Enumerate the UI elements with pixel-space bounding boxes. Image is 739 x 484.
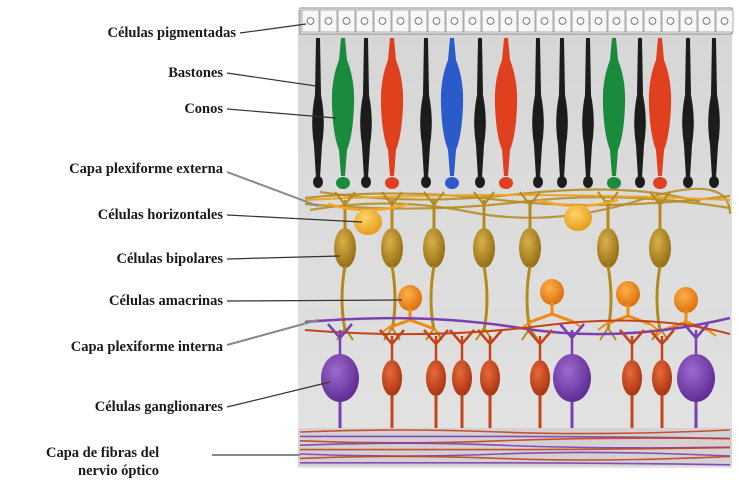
pigment-cell-nucleus [505,18,512,25]
pigment-cell-nucleus [649,18,656,25]
label-pigment-cells: Células pigmentadas [0,24,236,42]
label-fiber-layer-line1: Capa de fibras del [46,444,159,462]
pigment-cell-nucleus [325,18,332,25]
label-horizontal-cells: Células horizontales [0,206,223,224]
pigment-cell-layer [300,8,733,34]
label-inner-plexiform: Capa plexiforme interna [0,338,223,356]
pigment-cell-nucleus [703,18,710,25]
pigment-cell-nucleus [667,18,674,25]
pigment-cell-nucleus [595,18,602,25]
label-fiber-layer-line2: nervio óptico [78,462,159,480]
pigment-cell-nucleus [343,18,350,25]
pigment-cell-nucleus [577,18,584,25]
pigment-cell-nucleus [559,18,566,25]
pigment-cell-nucleus [721,18,728,25]
pigment-cell-nucleus [307,18,314,25]
pigment-cell-nucleus [631,18,638,25]
pigment-cell-nucleus [613,18,620,25]
pigment-cell-nucleus [361,18,368,25]
pigment-cell-nucleus [523,18,530,25]
optic-nerve-fiber-layer [298,428,732,466]
pigment-cell-nucleus [379,18,386,25]
label-rods: Bastones [0,64,223,82]
label-ganglion-cells: Células ganglionares [0,398,223,416]
pigment-cell-nucleus [433,18,440,25]
label-cones: Conos [0,100,223,118]
label-bipolar-cells: Células bipolares [0,250,223,268]
pigment-cell-nucleus [469,18,476,25]
fiber-band [298,428,732,466]
pigment-cell-nucleus [685,18,692,25]
pigment-cell-nucleus [487,18,494,25]
pigment-cell-nucleus [541,18,548,25]
pigment-cell-nucleus [415,18,422,25]
label-outer-plexiform: Capa plexiforme externa [0,160,223,178]
pigment-cell-nucleus [451,18,458,25]
pigment-cell-nucleus [397,18,404,25]
label-amacrine-cells: Células amacrinas [0,292,223,310]
leader-pigment [240,24,306,33]
